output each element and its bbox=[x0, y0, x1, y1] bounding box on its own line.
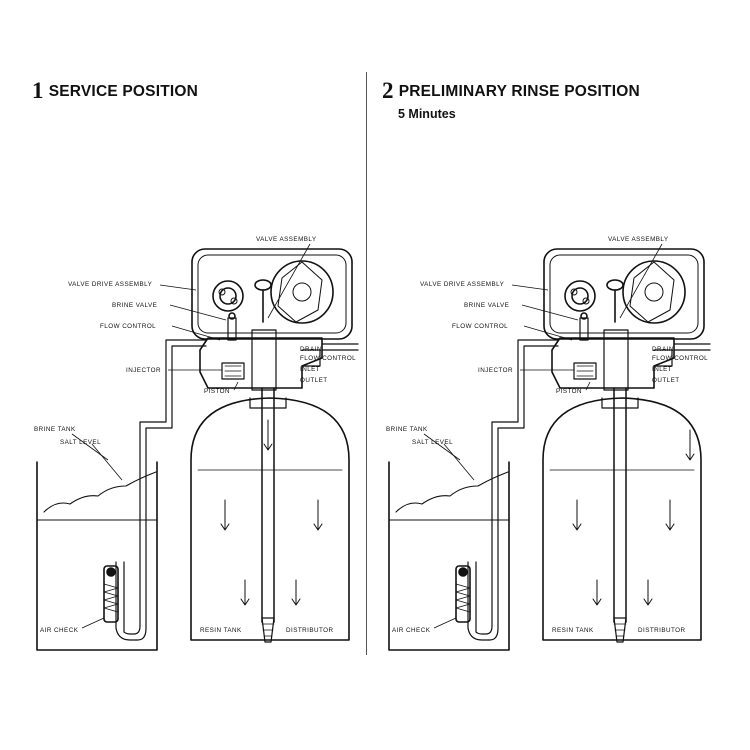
label-flow-control: FLOW CONTROL bbox=[100, 323, 156, 330]
resin-tank bbox=[190, 397, 350, 641]
label-distributor: DISTRIBUTOR bbox=[638, 627, 686, 634]
distributor-screen bbox=[613, 617, 627, 643]
label-inlet: INLET bbox=[300, 366, 320, 373]
label-injector: INJECTOR bbox=[126, 367, 161, 374]
label-salt-level: SALT LEVEL bbox=[60, 439, 101, 446]
panel-2-subtitle: 5 Minutes bbox=[398, 107, 456, 121]
panel-divider bbox=[366, 72, 367, 655]
label-outlet: OUTLET bbox=[300, 377, 328, 384]
label-piston: PISTON bbox=[556, 388, 582, 395]
label-resin-tank: RESIN TANK bbox=[552, 627, 594, 634]
label-brine-valve: BRINE VALVE bbox=[112, 302, 157, 309]
distributor-screen bbox=[261, 617, 275, 643]
injector-body bbox=[573, 362, 597, 380]
valve-drive-housing bbox=[191, 248, 353, 340]
label-drain: DRAIN bbox=[652, 346, 674, 353]
label-injector: INJECTOR bbox=[478, 367, 513, 374]
label-valve-assembly: VALVE ASSEMBLY bbox=[608, 236, 669, 243]
label-distributor: DISTRIBUTOR bbox=[286, 627, 334, 634]
label-drain-flow-control: FLOW CONTROL bbox=[652, 355, 708, 362]
brine-line bbox=[115, 345, 207, 641]
label-brine-tank: BRINE TANK bbox=[386, 426, 428, 433]
valve-body bbox=[199, 337, 323, 389]
panel-2-number: 2 bbox=[382, 78, 394, 103]
label-piston: PISTON bbox=[204, 388, 230, 395]
label-valve-assembly: VALVE ASSEMBLY bbox=[256, 236, 317, 243]
valve-drive-housing bbox=[543, 248, 705, 340]
air-check-body bbox=[455, 565, 471, 623]
label-drain: DRAIN bbox=[300, 346, 322, 353]
salt-surface bbox=[395, 471, 509, 513]
label-drain-flow-control: FLOW CONTROL bbox=[300, 355, 356, 362]
label-outlet: OUTLET bbox=[652, 377, 680, 384]
distributor-tube bbox=[613, 387, 627, 623]
brine-tank bbox=[388, 461, 510, 651]
label-flow-control: FLOW CONTROL bbox=[452, 323, 508, 330]
panel-1-diagram: VALVE ASSEMBLY VALVE DRIVE ASSEMBLY BRIN… bbox=[34, 236, 359, 651]
panel-2-title-text: PRELIMINARY RINSE POSITION bbox=[398, 83, 640, 100]
label-inlet: INLET bbox=[652, 366, 672, 373]
label-air-check: AIR CHECK bbox=[392, 627, 431, 634]
salt-surface bbox=[43, 471, 157, 513]
brine-line bbox=[467, 345, 559, 641]
label-salt-level: SALT LEVEL bbox=[412, 439, 453, 446]
drive-gear-icon bbox=[564, 280, 596, 312]
drive-gear-icon bbox=[212, 280, 244, 312]
panel-2-diagram: VALVE ASSEMBLY VALVE DRIVE ASSEMBLY BRIN… bbox=[386, 236, 711, 651]
valve-body bbox=[551, 337, 675, 389]
injector-body bbox=[221, 362, 245, 380]
panel-1-number: 1 bbox=[32, 78, 44, 103]
brine-tank bbox=[36, 461, 158, 651]
label-resin-tank: RESIN TANK bbox=[200, 627, 242, 634]
resin-tank bbox=[542, 397, 702, 641]
label-brine-valve: BRINE VALVE bbox=[464, 302, 509, 309]
cam-gear-icon bbox=[622, 260, 686, 324]
cam-gear-icon bbox=[270, 260, 334, 324]
brine-valve-stem bbox=[579, 317, 589, 341]
air-check-body bbox=[103, 565, 119, 623]
label-valve-drive-assembly: VALVE DRIVE ASSEMBLY bbox=[68, 281, 153, 288]
label-air-check: AIR CHECK bbox=[40, 627, 79, 634]
brine-valve-stem bbox=[227, 317, 237, 341]
distributor-tube bbox=[261, 387, 275, 623]
panel-1-title-text: SERVICE POSITION bbox=[48, 83, 199, 100]
label-valve-drive-assembly: VALVE DRIVE ASSEMBLY bbox=[420, 281, 505, 288]
label-brine-tank: BRINE TANK bbox=[34, 426, 76, 433]
